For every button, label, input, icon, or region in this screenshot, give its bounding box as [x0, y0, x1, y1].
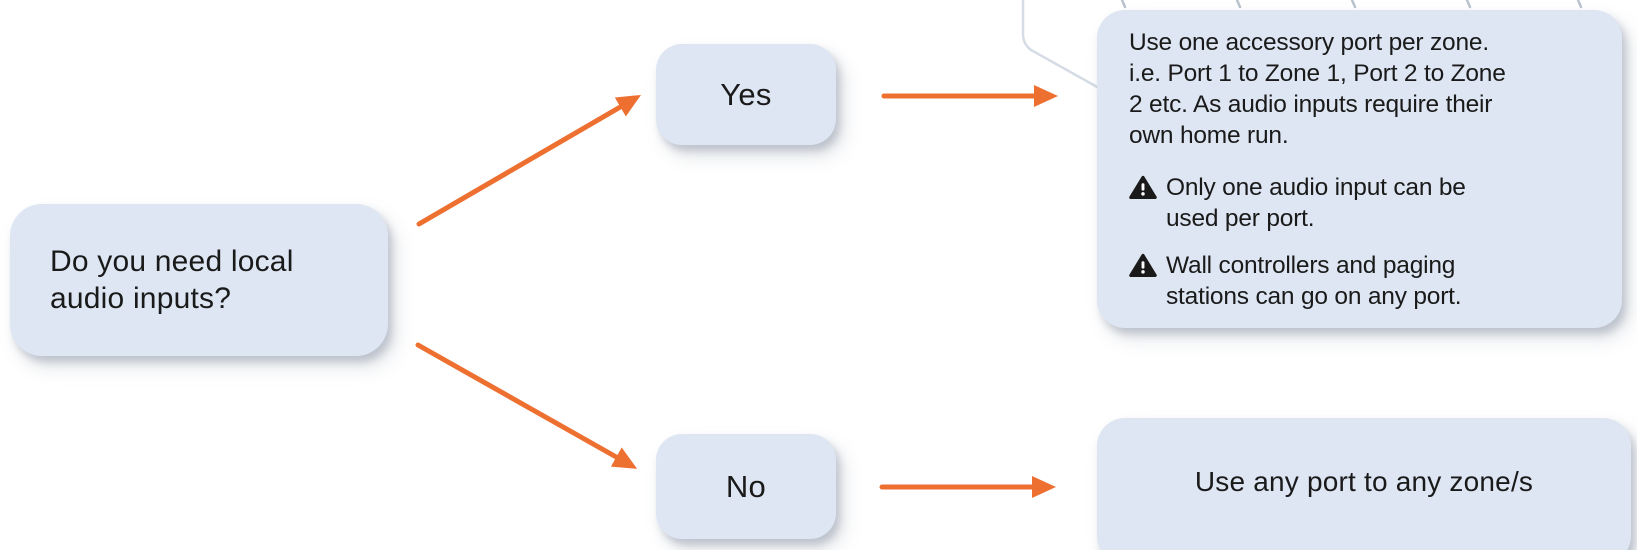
tick-marks-remnant	[1120, 0, 1583, 9]
warning-text: Only one audio input can be used per por…	[1166, 174, 1466, 232]
warning-triangle-icon	[1129, 253, 1157, 278]
warning-item: Wall controllers and paging stations can…	[1129, 250, 1600, 312]
callout-outline-remnant	[1021, 0, 1101, 90]
yes-node: Yes	[656, 44, 836, 145]
no-node-label: No	[725, 468, 767, 504]
yes-outcome-paragraph: Use one accessory port per zone. i.e. Po…	[1129, 29, 1506, 149]
no-node: No	[656, 434, 836, 539]
warning-text: Wall controllers and paging stations can…	[1166, 252, 1462, 310]
yes-outcome-node: Use one accessory port per zone. i.e. Po…	[1097, 10, 1622, 328]
warning-triangle-icon	[1129, 175, 1157, 200]
question-node: Do you need local audio inputs?	[10, 204, 388, 356]
yes-node-label: Yes	[720, 76, 772, 112]
no-outcome-node: Use any port to any zone/s	[1097, 418, 1631, 550]
arrow-question-to-yes	[416, 94, 642, 227]
question-text: Do you need local audio inputs?	[50, 245, 294, 315]
warning-item: Only one audio input can be used per por…	[1129, 172, 1600, 234]
arrow-question-to-no	[415, 342, 638, 469]
no-outcome-text: Use any port to any zone/s	[1194, 466, 1534, 497]
